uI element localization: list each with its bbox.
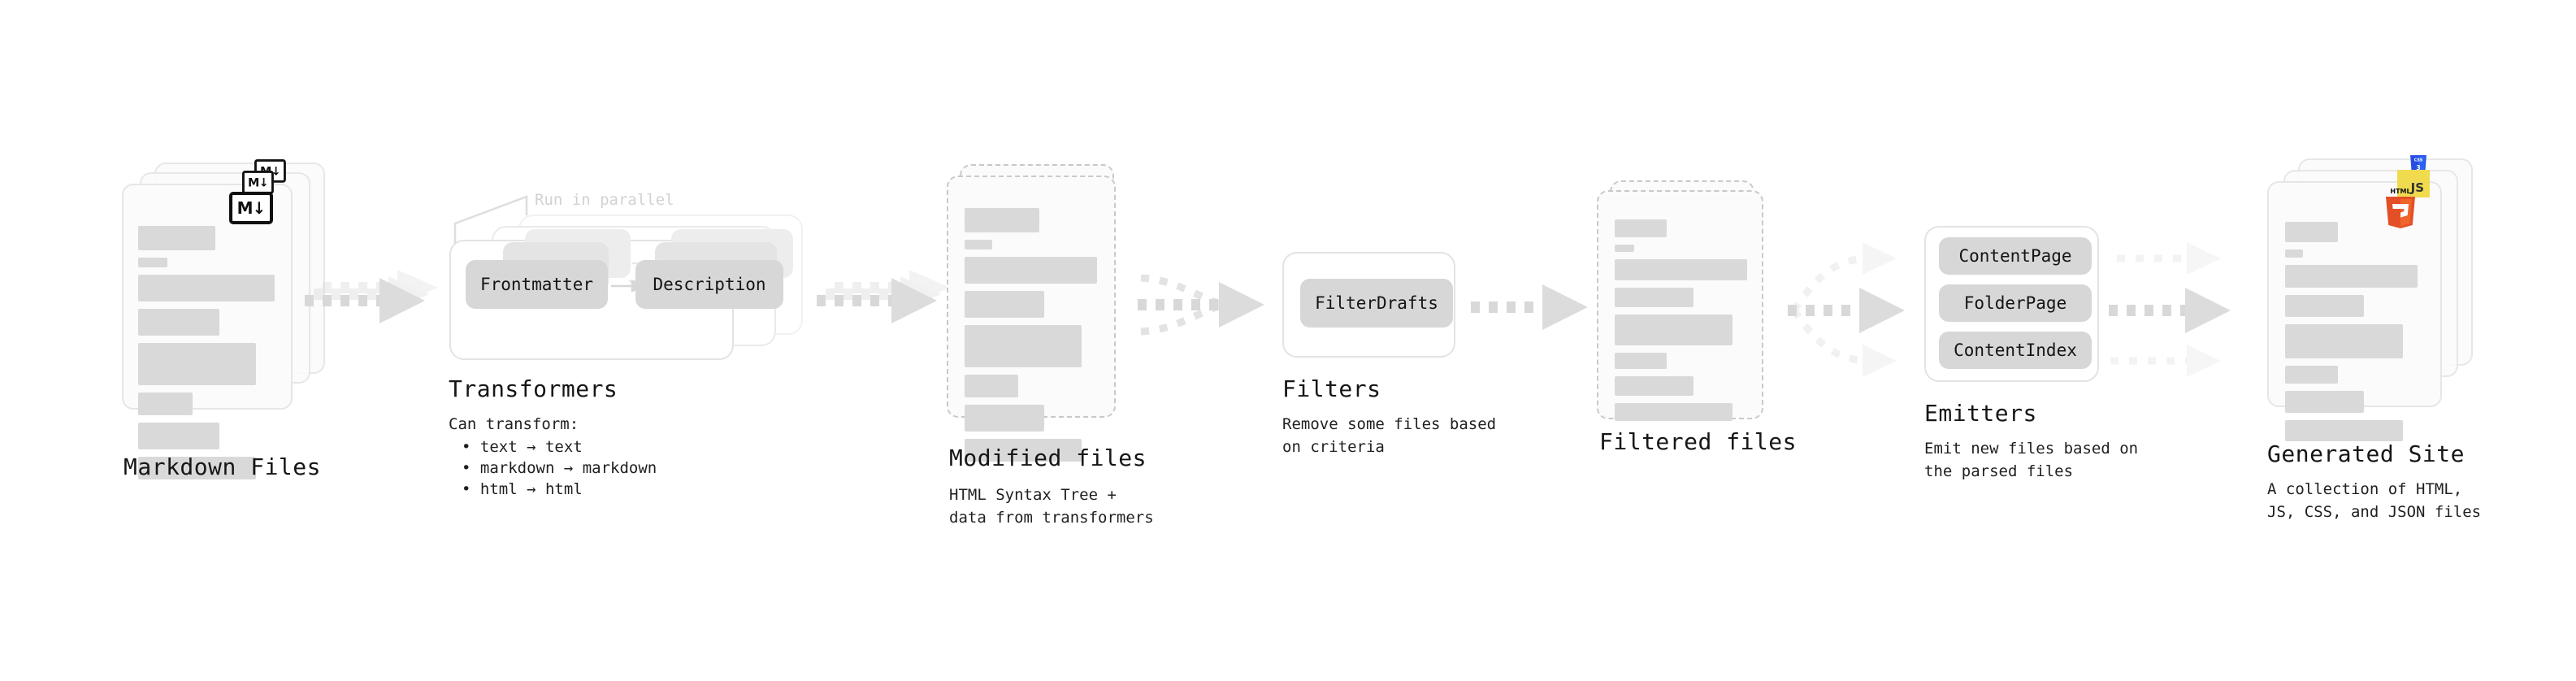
doc-bar (138, 343, 256, 385)
emitters-description: Emit new files based on the parsed files (1924, 440, 2139, 480)
svg-text:CSS: CSS (2414, 158, 2423, 163)
doc-bar (1615, 376, 1693, 396)
doc-bar (965, 439, 1082, 462)
doc-bar (2285, 420, 2403, 441)
modified-files-label: Modified files (949, 445, 1147, 471)
filters-description: Remove some files based on criteria (1282, 415, 1497, 456)
emitter-node-folderpage[interactable]: FolderPage (1939, 284, 2092, 322)
generated-site-label: Generated Site (2267, 440, 2465, 467)
run-in-parallel-label: Run in parallel (535, 191, 674, 209)
transformers-description: Can transform: (449, 415, 579, 433)
doc-bar (1615, 403, 1733, 421)
emitter-node-contentindex[interactable]: ContentIndex (1939, 332, 2092, 369)
arrow-transformers-to-modified (817, 260, 971, 341)
site-doc-lines (2267, 181, 2442, 441)
doc-bar (2285, 324, 2403, 358)
transformers-bullet-1: • markdown → markdown (462, 459, 657, 477)
generated-site-stack: CSS 3 JS HTML (2267, 155, 2511, 443)
doc-bar (2285, 391, 2364, 413)
filtered-files-label: Filtered files (1599, 428, 1798, 455)
doc-bar (138, 275, 275, 301)
parallel-bracket (453, 195, 528, 248)
transformers-label: Transformers (449, 375, 618, 402)
arrow-markdown-to-transformers (305, 260, 459, 341)
arrow-modified-to-filters (1138, 260, 1292, 349)
transformers-bullet-2: • html → html (462, 480, 583, 498)
js-icon: JS (2397, 170, 2430, 197)
markdown-doc-lines (122, 184, 293, 479)
doc-bar (138, 258, 167, 267)
doc-bar (1615, 314, 1733, 345)
markdown-files-stack: M↓ M↓ M↓ (122, 159, 333, 479)
doc-bar (1615, 288, 1693, 307)
doc-bar (965, 325, 1082, 367)
arrow-filtered-to-emitters (1788, 229, 1930, 377)
emitters-label: Emitters (1924, 400, 2037, 427)
transformers-group: Run in parallel Frontmatter Description (449, 187, 821, 360)
doc-bar (2285, 222, 2338, 242)
arrow-filters-to-filtered (1471, 283, 1601, 332)
doc-bar (965, 257, 1097, 284)
transformer-inner-arrow (611, 280, 647, 293)
doc-bar (2285, 249, 2303, 258)
doc-bar (138, 393, 193, 415)
transformers-bullet-0: • text → text (462, 438, 583, 456)
transformer-node-frontmatter[interactable]: Frontmatter (466, 260, 608, 309)
modified-files-stack (947, 164, 1158, 462)
filters-label: Filters (1282, 375, 1381, 402)
doc-bar (2285, 366, 2338, 384)
doc-bar (138, 423, 219, 449)
doc-bar (1615, 219, 1667, 237)
markdown-files-label: Markdown Files (124, 453, 322, 480)
doc-bar (1615, 259, 1747, 280)
html5-icon: HTML (2383, 186, 2418, 228)
markdown-icon-front: M↓ (229, 192, 273, 224)
modified-doc-lines (947, 176, 1116, 462)
doc-bar (2285, 295, 2364, 317)
filtered-doc-lines (1597, 190, 1763, 421)
filtered-files-stack (1597, 180, 1800, 440)
filter-node-filterdrafts[interactable]: FilterDrafts (1300, 279, 1453, 327)
svg-text:JS: JS (2410, 180, 2424, 195)
doc-bar (965, 208, 1039, 232)
doc-bar (2285, 265, 2418, 288)
html5-wordmark: HTML (2390, 188, 2410, 195)
svg-text:3: 3 (2416, 164, 2420, 171)
doc-bar (965, 405, 1044, 432)
doc-bar (138, 226, 215, 250)
emitter-node-contentpage[interactable]: ContentPage (1939, 237, 2092, 275)
doc-bar (138, 309, 219, 336)
doc-bar (965, 291, 1044, 318)
doc-bar (138, 457, 256, 479)
doc-bar (1615, 353, 1667, 369)
transformer-node-description[interactable]: Description (635, 260, 783, 309)
modified-files-description: HTML Syntax Tree + data from transformer… (949, 486, 1154, 527)
doc-bar (965, 240, 992, 249)
doc-bar (1615, 245, 1634, 252)
arrow-emitters-to-site (2109, 229, 2259, 377)
doc-bar (965, 375, 1018, 397)
generated-site-description: A collection of HTML, JS, CSS, and JSON … (2267, 480, 2482, 521)
